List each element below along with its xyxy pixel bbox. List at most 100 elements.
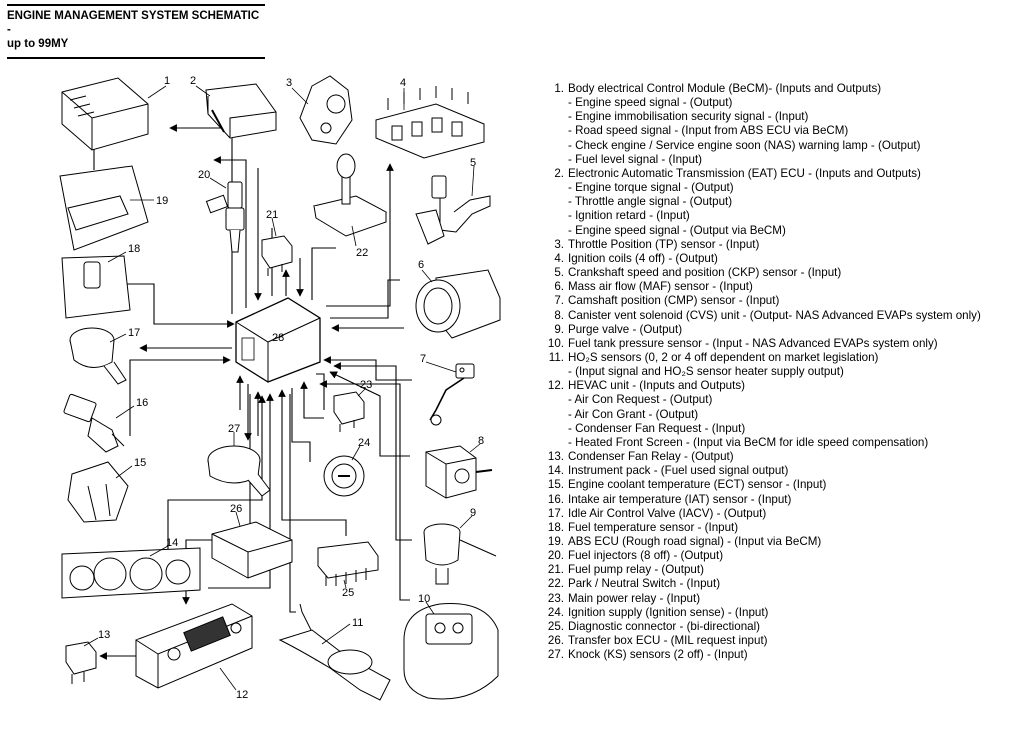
legend-subitem: - Engine immobilisation security signal … bbox=[568, 110, 809, 124]
legend-subitem: - Heated Front Screen - (Input via BeCM … bbox=[568, 435, 929, 449]
legend-item: 5. Crankshaft speed and position (CKP) se… bbox=[540, 266, 1010, 280]
legend-item: 17.Idle Air Control Valve (IACV) - (Outp… bbox=[540, 507, 1010, 521]
callout-13: 13 bbox=[98, 629, 110, 641]
legend-text: HO₂S sensors (0, 2 or 4 off dependent on… bbox=[568, 350, 879, 364]
callout-27: 27 bbox=[228, 423, 240, 435]
legend-text: Camshaft position (CMP) sensor - (Input) bbox=[568, 294, 780, 308]
legend-number: 25. bbox=[547, 619, 564, 633]
legend-item: 13. Condenser Fan Relay - (Output) bbox=[540, 450, 1010, 464]
legend-text: Mass air flow (MAF) sensor - (Input) bbox=[568, 280, 753, 294]
title-block: ENGINE MANAGEMENT SYSTEM SCHEMATIC - up … bbox=[7, 4, 265, 59]
legend-text: Diagnostic connector - (bi-directional) bbox=[568, 619, 761, 633]
legend-text: Crankshaft speed and position (CKP) sens… bbox=[568, 266, 842, 280]
callout-20: 20 bbox=[198, 169, 210, 181]
legend-text: Instrument pack - (Fuel used signal outp… bbox=[568, 464, 789, 478]
callout-25: 25 bbox=[342, 587, 354, 599]
legend-subitem: - Engine speed signal - (Output via BeCM… bbox=[568, 223, 786, 237]
legend-subitem: - Ignition retard - (Input) bbox=[568, 209, 690, 223]
knock-sensor-icon bbox=[207, 445, 271, 497]
transfer-box-ecu-icon bbox=[211, 521, 293, 579]
legend-text: Purge valve - (Output) bbox=[568, 322, 683, 336]
legend-text: Fuel tank pressure sensor - (Input - NAS… bbox=[568, 336, 938, 350]
legend-text: Electronic Automatic Transmission (EAT) … bbox=[568, 166, 921, 180]
ckp-sensor-icon bbox=[415, 175, 491, 245]
legend-text: Fuel injectors (8 off) - (Output) bbox=[568, 549, 724, 563]
component-legend: 1.Body electrical Control Module (BeCM)-… bbox=[540, 82, 1010, 662]
legend-number: 21. bbox=[547, 563, 564, 577]
callout-24: 24 bbox=[358, 437, 370, 449]
legend-number: 9. bbox=[554, 322, 564, 336]
legend-text: Ignition supply (Ignition sense) - (Inpu… bbox=[568, 605, 769, 619]
legend-item: 2.Electronic Automatic Transmission (EAT… bbox=[540, 167, 1010, 181]
legend-number: 23. bbox=[547, 591, 564, 605]
legend-item: 11. HO₂S sensors (0, 2 or 4 off dependent… bbox=[540, 351, 1010, 365]
callout-23: 23 bbox=[360, 379, 372, 391]
legend-text: Park / Neutral Switch - (Input) bbox=[568, 577, 721, 591]
legend-item: 14. Instrument pack - (Fuel used signal o… bbox=[540, 464, 1010, 478]
callout-numbers: 1 2 3 4 5 6 7 8 9 10 11 12 13 14 15 16 1… bbox=[98, 75, 484, 701]
callout-22: 22 bbox=[356, 247, 368, 259]
legend-text: Fuel pump relay - (Output) bbox=[568, 563, 704, 577]
legend-text: Ignition coils (4 off) - (Output) bbox=[568, 251, 718, 265]
callout-1: 1 bbox=[164, 75, 170, 87]
legend-subitem: - Air Con Request - (Output) bbox=[568, 393, 713, 407]
legend-item: 19.ABS ECU (Rough road signal) - (Input … bbox=[540, 535, 1010, 549]
legend-number: 5. bbox=[554, 266, 564, 280]
purge-valve-icon bbox=[423, 523, 497, 585]
fuel-injector-icon bbox=[205, 181, 245, 253]
maf-sensor-icon bbox=[415, 269, 501, 339]
legend-item: 16.Intake air temperature (IAT) sensor -… bbox=[540, 493, 1010, 507]
callout-12: 12 bbox=[236, 689, 248, 701]
title-rule-top bbox=[7, 4, 265, 6]
legend-text: Throttle Position (TP) sensor - (Input) bbox=[568, 237, 760, 251]
legend-item: 15.Engine coolant temperature (ECT) sens… bbox=[540, 478, 1010, 492]
legend-item: 22. Park / Neutral Switch - (Input) bbox=[540, 577, 1010, 591]
callout-11: 11 bbox=[352, 617, 363, 629]
legend-number: 20. bbox=[547, 549, 564, 563]
legend-item: 23.Main power relay - (Input) bbox=[540, 592, 1010, 606]
legend-text: Condenser Fan Relay - (Output) bbox=[568, 450, 734, 464]
legend-item: 1.Body electrical Control Module (BeCM)-… bbox=[540, 82, 1010, 96]
ignition-switch-icon bbox=[323, 455, 365, 497]
throttle-sensor-icon bbox=[299, 75, 353, 145]
legend-item: 6.Mass air flow (MAF) sensor - (Input) bbox=[540, 280, 1010, 294]
callout-21: 21 bbox=[266, 209, 278, 221]
callout-19: 19 bbox=[156, 195, 168, 207]
legend-text: Transfer box ECU - (MIL request input) bbox=[568, 634, 768, 648]
diagnostic-connector-icon bbox=[317, 541, 379, 586]
ho2s-sensor-icon bbox=[278, 603, 391, 701]
ignition-coils-icon bbox=[375, 86, 485, 159]
legend-number: 8. bbox=[554, 308, 564, 322]
legend-number: 13. bbox=[547, 450, 564, 464]
legend-number: 11. bbox=[548, 350, 564, 364]
main-power-relay-icon bbox=[333, 391, 365, 432]
ecu-28-icon: 28 bbox=[235, 297, 321, 383]
legend-number: 14. bbox=[547, 464, 564, 478]
callout-4: 4 bbox=[400, 77, 406, 89]
legend-number: 15. bbox=[547, 478, 564, 492]
park-neutral-switch-icon bbox=[312, 153, 388, 237]
legend-number: 12. bbox=[547, 379, 564, 393]
legend-number: 10. bbox=[547, 336, 564, 350]
legend-subitem: - Check engine / Service engine soon (NA… bbox=[568, 138, 921, 152]
legend-number: 3. bbox=[554, 237, 564, 251]
ect-sensor-icon bbox=[67, 461, 129, 523]
iat-sensor-icon bbox=[63, 393, 125, 453]
legend-text: Canister vent solenoid (CVS) unit - (Out… bbox=[568, 308, 981, 322]
callout-17: 17 bbox=[128, 327, 140, 339]
legend-number: 22. bbox=[547, 577, 564, 591]
abs-ecu-icon bbox=[59, 165, 149, 251]
legend-item: 21. Fuel pump relay - (Output) bbox=[540, 563, 1010, 577]
cmp-sensor-icon bbox=[429, 363, 475, 426]
legend-item: 18.Fuel temperature sensor - (Input) bbox=[540, 521, 1010, 535]
callout-9: 9 bbox=[470, 507, 476, 519]
legend-subitem: - Engine speed signal - (Output) bbox=[568, 96, 733, 110]
legend-text: Intake air temperature (IAT) sensor - (I… bbox=[568, 492, 792, 506]
legend-item: 9. Purge valve - (Output) bbox=[540, 323, 1010, 337]
callout-leaders bbox=[83, 85, 481, 691]
legend-number: 18. bbox=[547, 520, 564, 534]
legend-item: 10. Fuel tank pressure sensor - (Input - … bbox=[540, 337, 1010, 351]
canister-vent-icon bbox=[425, 445, 493, 499]
legend-item: 8. Canister vent solenoid (CVS) unit - (O… bbox=[540, 309, 1010, 323]
legend-number: 26. bbox=[547, 634, 564, 648]
